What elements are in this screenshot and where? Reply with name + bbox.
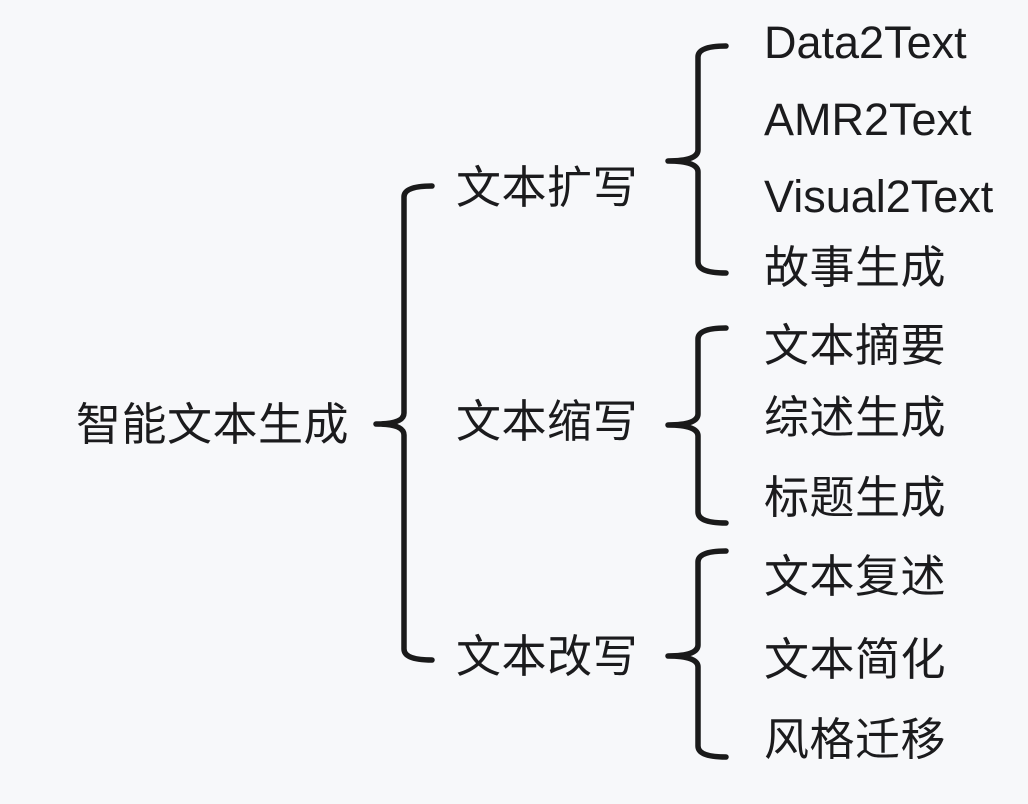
branch-brace-expansion	[665, 43, 729, 276]
leaf-node-text-paraphrase: 文本复述	[764, 551, 947, 602]
leaf-node-text-simplification: 文本简化	[764, 634, 947, 685]
root-node-intelligent-text-generation: 智能文本生成	[76, 399, 350, 450]
leaf-node-visual2text: Visual2Text	[764, 171, 994, 222]
branch-node-text-condensation: 文本缩写	[456, 396, 639, 447]
branch-node-text-rewriting: 文本改写	[456, 631, 639, 682]
branch-brace-condensation	[665, 325, 729, 526]
branch-node-text-expansion: 文本扩写	[456, 162, 639, 213]
leaf-node-style-transfer: 风格迁移	[764, 714, 947, 765]
leaf-node-data2text: Data2Text	[764, 17, 967, 68]
leaf-node-title-generation: 标题生成	[764, 472, 947, 523]
root-brace	[373, 183, 435, 663]
leaf-node-amr2text: AMR2Text	[764, 94, 972, 145]
leaf-node-survey-generation: 综述生成	[764, 392, 947, 443]
leaf-node-text-summarization: 文本摘要	[764, 320, 947, 371]
branch-brace-rewriting	[665, 548, 729, 760]
leaf-node-story-generation: 故事生成	[764, 242, 947, 293]
